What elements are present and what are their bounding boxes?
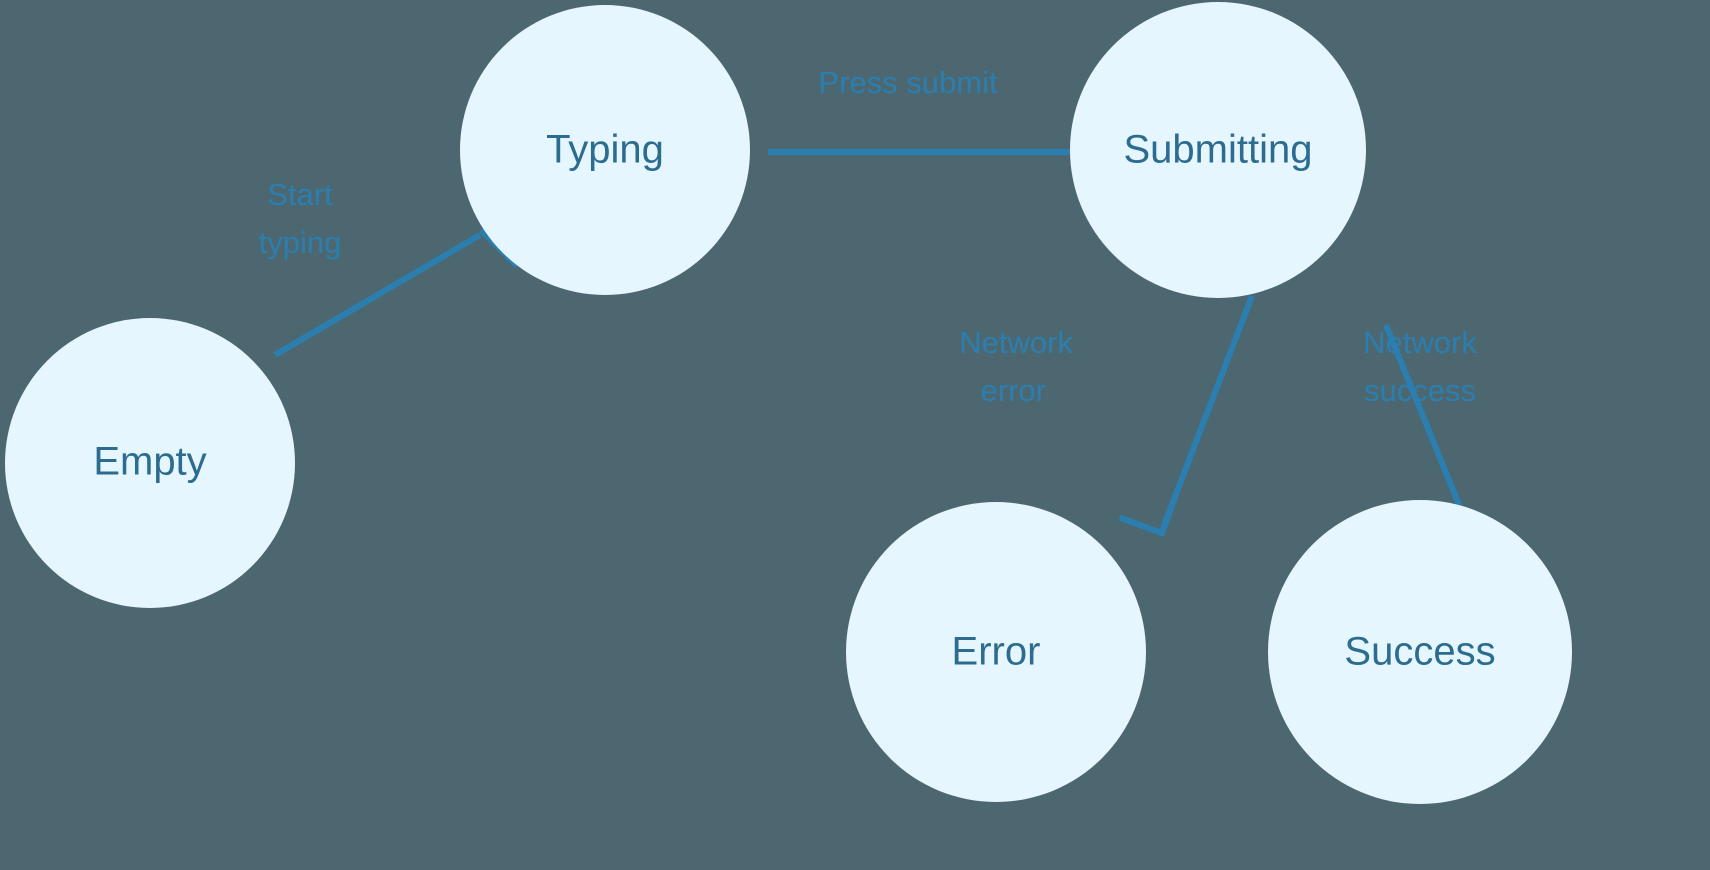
node-submitting-circle[interactable] — [1070, 2, 1366, 298]
edge-label-network-success: Network success — [1363, 325, 1477, 408]
node-success-label: Success — [1344, 630, 1495, 674]
node-empty[interactable]: Empty — [5, 318, 295, 608]
edge-label-network-error: Network error — [959, 325, 1073, 408]
edge-label-start-typing-line1: Start — [267, 177, 333, 212]
node-empty-circle[interactable] — [5, 318, 295, 608]
edge-submitting-to-error-line — [1160, 294, 1255, 530]
node-error-label: Error — [952, 630, 1041, 674]
edge-label-network-error-line2: error — [981, 373, 1046, 408]
node-success[interactable]: Success — [1268, 500, 1572, 804]
edge-submitting-to-error-arrowhead — [1118, 489, 1181, 537]
node-empty-label: Empty — [93, 440, 206, 484]
edge-label-start-typing-line2: typing — [259, 225, 342, 260]
node-typing[interactable]: Typing — [460, 5, 750, 295]
edge-submitting-to-error — [1118, 294, 1255, 537]
node-error[interactable]: Error — [846, 502, 1146, 802]
node-success-circle[interactable] — [1268, 500, 1572, 804]
node-error-circle[interactable] — [846, 502, 1146, 802]
edge-label-network-error-line1: Network — [959, 325, 1073, 360]
node-typing-label: Typing — [546, 128, 664, 172]
node-submitting-label: Submitting — [1124, 128, 1313, 172]
edge-label-press-submit: Press submit — [818, 65, 998, 100]
node-typing-circle[interactable] — [460, 5, 750, 295]
edge-empty-to-typing-line — [273, 232, 482, 358]
edge-label-press-submit-line1: Press submit — [818, 65, 998, 100]
edge-label-network-success-line2: success — [1364, 373, 1476, 408]
node-submitting[interactable]: Submitting — [1070, 2, 1366, 298]
edge-label-start-typing: Start typing — [259, 177, 342, 260]
edge-label-network-success-line1: Network — [1363, 325, 1477, 360]
